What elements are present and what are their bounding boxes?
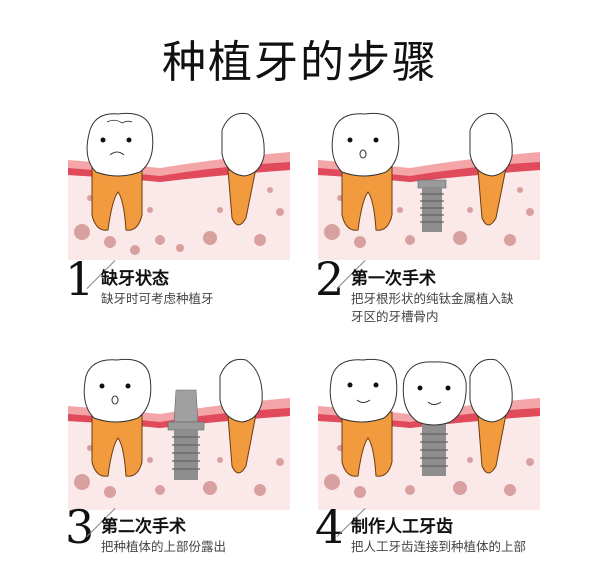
step-title: 制作人工牙齿 — [351, 517, 453, 537]
step-3-illustration — [60, 350, 300, 510]
implant-abutment-icon — [167, 389, 205, 480]
step-title: 缺牙状态 — [101, 269, 169, 289]
bone-spots-icon — [74, 445, 284, 498]
step-4-caption: 4 制作人工牙齿 把人工牙齿连接到种植体的上部 — [315, 504, 565, 588]
step-4-illustration — [310, 350, 550, 510]
molar-root — [91, 165, 143, 231]
bone-spots-icon — [74, 187, 284, 255]
step-number: 4 — [315, 500, 345, 554]
step-number: 3 — [65, 500, 95, 554]
step-1-illustration — [60, 100, 300, 260]
step-2-illustration — [310, 100, 550, 260]
step-1-caption: 1 缺牙状态 缺牙时可考虑种植牙 — [65, 256, 315, 340]
step-3-caption: 3 第二次手术 把种植体的上部份露出 — [65, 504, 315, 588]
molar-crown — [86, 112, 154, 177]
step-desc: 把人工牙齿连接到种植体的上部 — [351, 539, 527, 554]
front-tooth-root — [227, 167, 257, 226]
bone-spots-icon — [324, 445, 534, 498]
implant-screw-icon — [417, 179, 447, 232]
step-title: 第一次手术 — [351, 269, 436, 289]
step-desc: 把种植体的上部份露出 — [101, 539, 227, 554]
step-number: 2 — [315, 252, 345, 306]
step-number: 1 — [65, 252, 95, 306]
step-title: 第二次手术 — [101, 517, 186, 537]
step-desc: 把牙根形状的纯钛金属植入缺牙区的牙槽骨内 — [351, 291, 514, 324]
step-desc: 缺牙时可考虑种植牙 — [101, 291, 214, 306]
step-2-caption: 2 第一次手术 把牙根形状的纯钛金属植入缺牙区的牙槽骨内 — [315, 256, 565, 340]
front-tooth-crown — [221, 112, 265, 177]
page-title: 种植牙的步骤 — [162, 37, 438, 88]
implant-crown-icon — [402, 361, 467, 476]
